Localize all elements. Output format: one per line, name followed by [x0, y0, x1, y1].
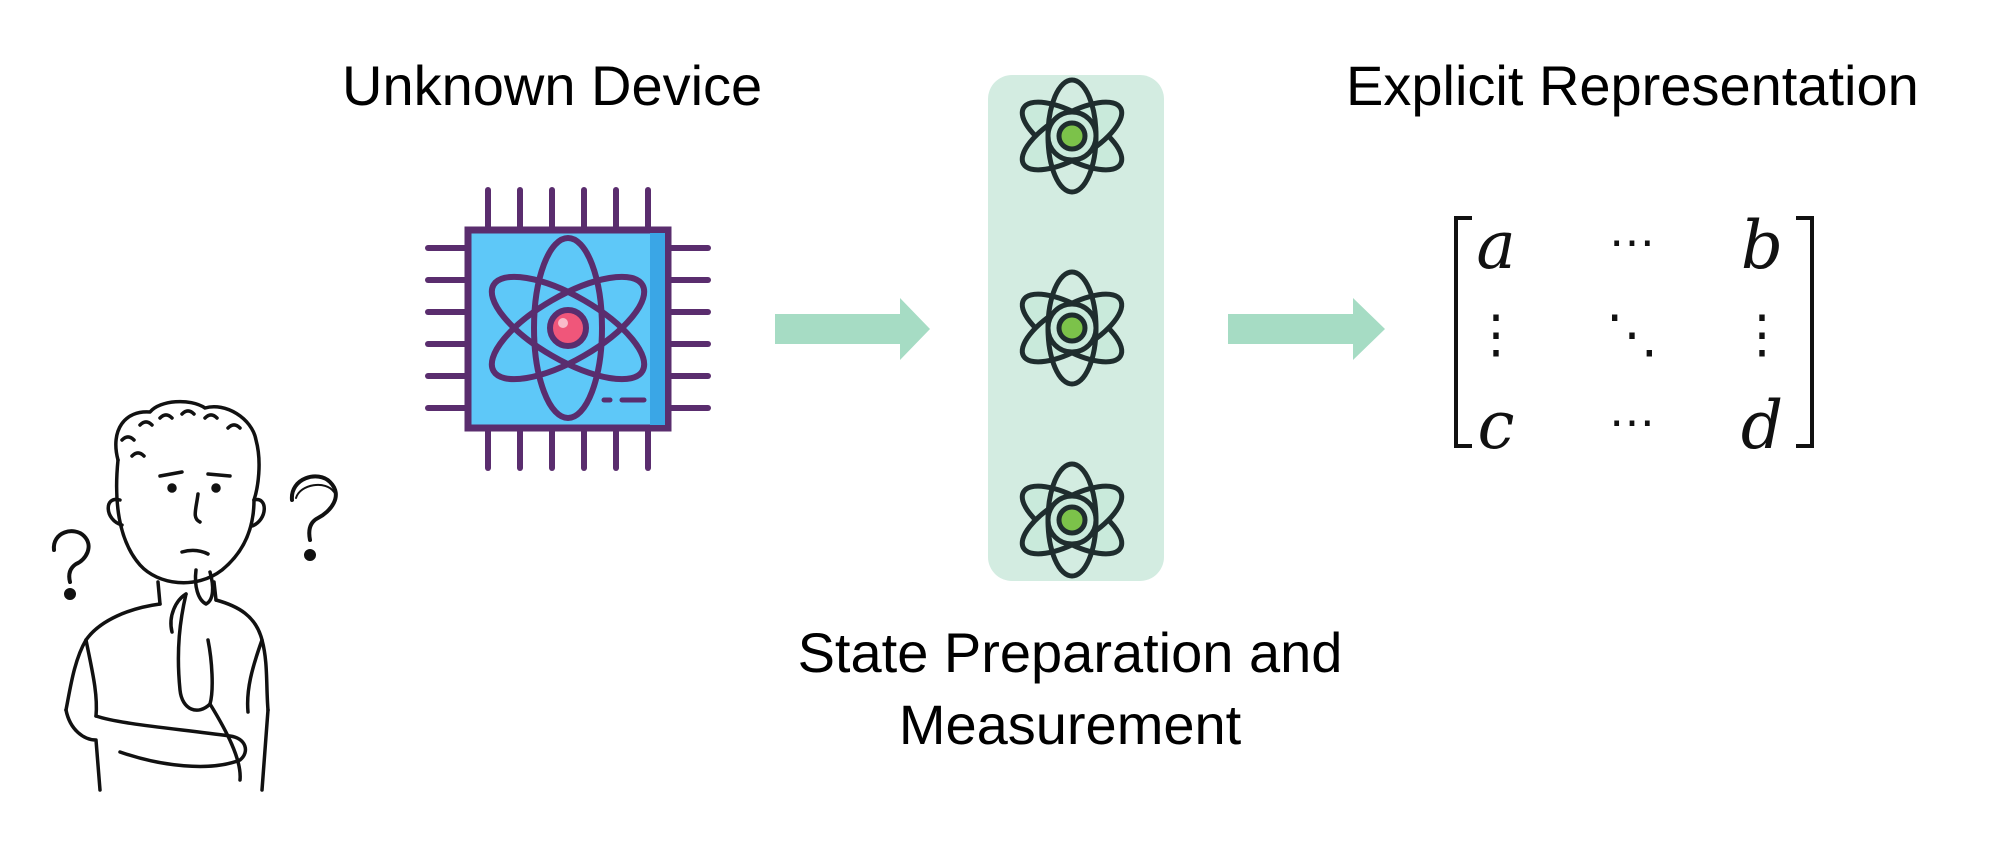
matrix-ddots: ⋱	[1606, 305, 1658, 365]
atom-icon	[1019, 269, 1125, 387]
state-preparation-caption: State Preparation and Measurement	[770, 617, 1370, 761]
atom-icon	[1019, 77, 1125, 195]
matrix-hdots-bottom: ⋯	[1609, 395, 1655, 449]
matrix-left-bracket	[1454, 216, 1472, 448]
chip-pins	[425, 187, 711, 471]
unknown-device-title: Unknown Device	[342, 54, 763, 117]
question-mark-icon	[51, 529, 91, 600]
matrix-hdots-top: ⋯	[1609, 215, 1655, 269]
chip-atom-icon	[488, 235, 648, 421]
chip-nucleus	[547, 307, 589, 349]
matrix-vdots-left: ⋮	[1470, 305, 1522, 365]
matrix-d: d	[1741, 387, 1783, 464]
matrix-b: b	[1741, 207, 1783, 284]
matrix: a ⋯ b ⋮ ⋱ ⋮ c ⋯ d	[1454, 207, 1814, 464]
quantum-chip-icon	[425, 187, 711, 471]
arrow-2	[1228, 298, 1385, 360]
caption-line-2: Measurement	[898, 693, 1242, 756]
chip-shade	[650, 233, 665, 425]
matrix-vdots-right: ⋮	[1736, 305, 1788, 365]
explicit-representation-title: Explicit Representation	[1346, 54, 1919, 117]
arrow-1	[775, 298, 930, 360]
caption-line-1: State Preparation and	[797, 621, 1343, 684]
matrix-c: c	[1478, 387, 1515, 464]
atom-icon	[1019, 461, 1125, 579]
question-mark-icon	[289, 474, 338, 561]
matrix-right-bracket	[1796, 216, 1814, 448]
thinking-person-icon	[64, 399, 270, 792]
matrix-a: a	[1476, 207, 1515, 284]
